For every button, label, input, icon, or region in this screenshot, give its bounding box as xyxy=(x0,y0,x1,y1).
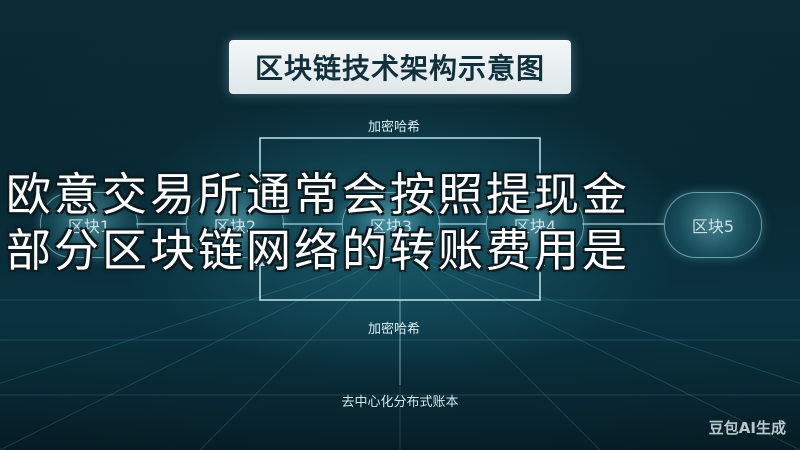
block-node-2: 区块2 xyxy=(186,192,284,258)
perspective-grid xyxy=(0,249,800,450)
block-label: 区块5 xyxy=(691,217,735,236)
block-label: 区块4 xyxy=(513,217,557,236)
bottom-left-arrow-head xyxy=(255,258,265,266)
overlay-caption-line-1: 欧意交易所通常会按照提现金 xyxy=(6,168,631,221)
bottom-right-arrow-head xyxy=(535,258,545,266)
block-label: 区块1 xyxy=(67,217,111,236)
top-hash-connector xyxy=(259,137,541,190)
title-banner: 区块链技术架构示意图 xyxy=(229,40,571,94)
top-hash-label: 加密哈希 xyxy=(368,120,421,135)
ledger-label: 去中心化分布式账本 xyxy=(341,395,459,410)
block-node-4: 区块4 xyxy=(486,192,584,258)
bottom-hash-label: 加密哈希 xyxy=(368,322,421,337)
diagram-title: 区块链技术架构示意图 xyxy=(254,52,545,85)
block-node-1: 区块1 xyxy=(40,192,138,258)
ai-watermark: 豆包AI生成 xyxy=(708,419,786,437)
block-label: 区块2 xyxy=(213,217,257,236)
overlay-caption-line-2: 部分区块链网络的转账费用是 xyxy=(6,224,631,277)
block-node-5: 区块5 xyxy=(664,192,762,258)
block-node-3: 区块3 xyxy=(342,192,440,258)
block-label: 区块3 xyxy=(369,217,413,236)
